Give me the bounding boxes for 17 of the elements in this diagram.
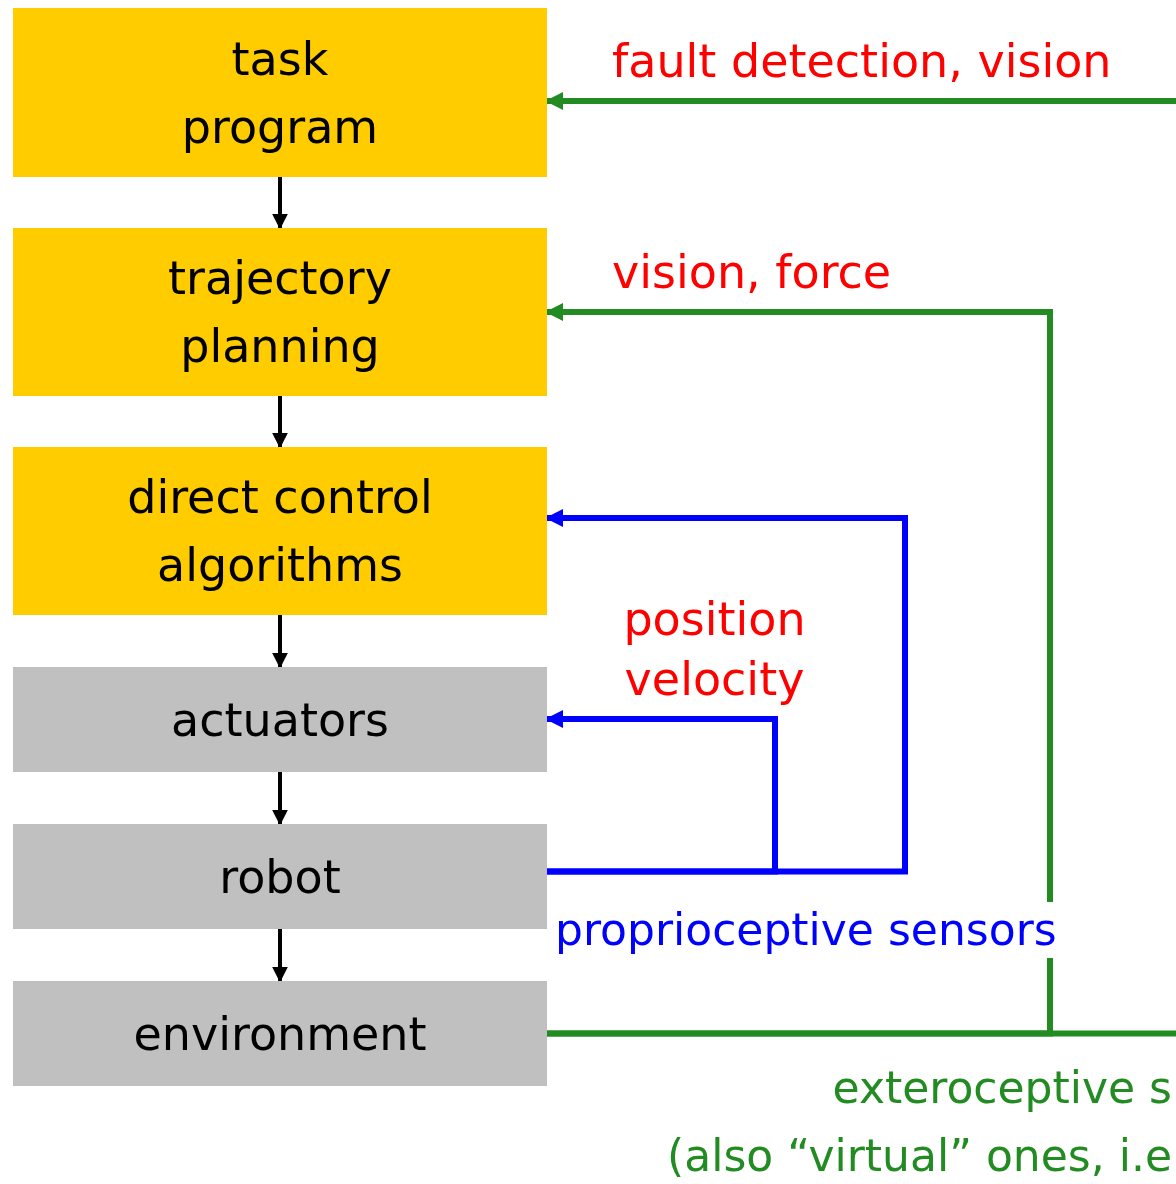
arrow [272,177,288,230]
process-box [13,667,547,772]
box-label: environment [133,1005,427,1063]
box-label: task program [180,30,380,156]
arrow [272,772,288,826]
arrow [272,396,288,449]
process-box [13,8,547,177]
box-label: direct control algorithms [126,469,434,594]
box-label: trajectory planning [167,250,393,375]
box-label: robot [219,848,341,906]
arrow [272,929,288,983]
arrow [272,615,288,669]
process-box [13,824,547,929]
process-box [13,447,547,615]
box-label: actuators [171,691,389,749]
process-box [13,981,547,1086]
process-box [13,228,547,396]
